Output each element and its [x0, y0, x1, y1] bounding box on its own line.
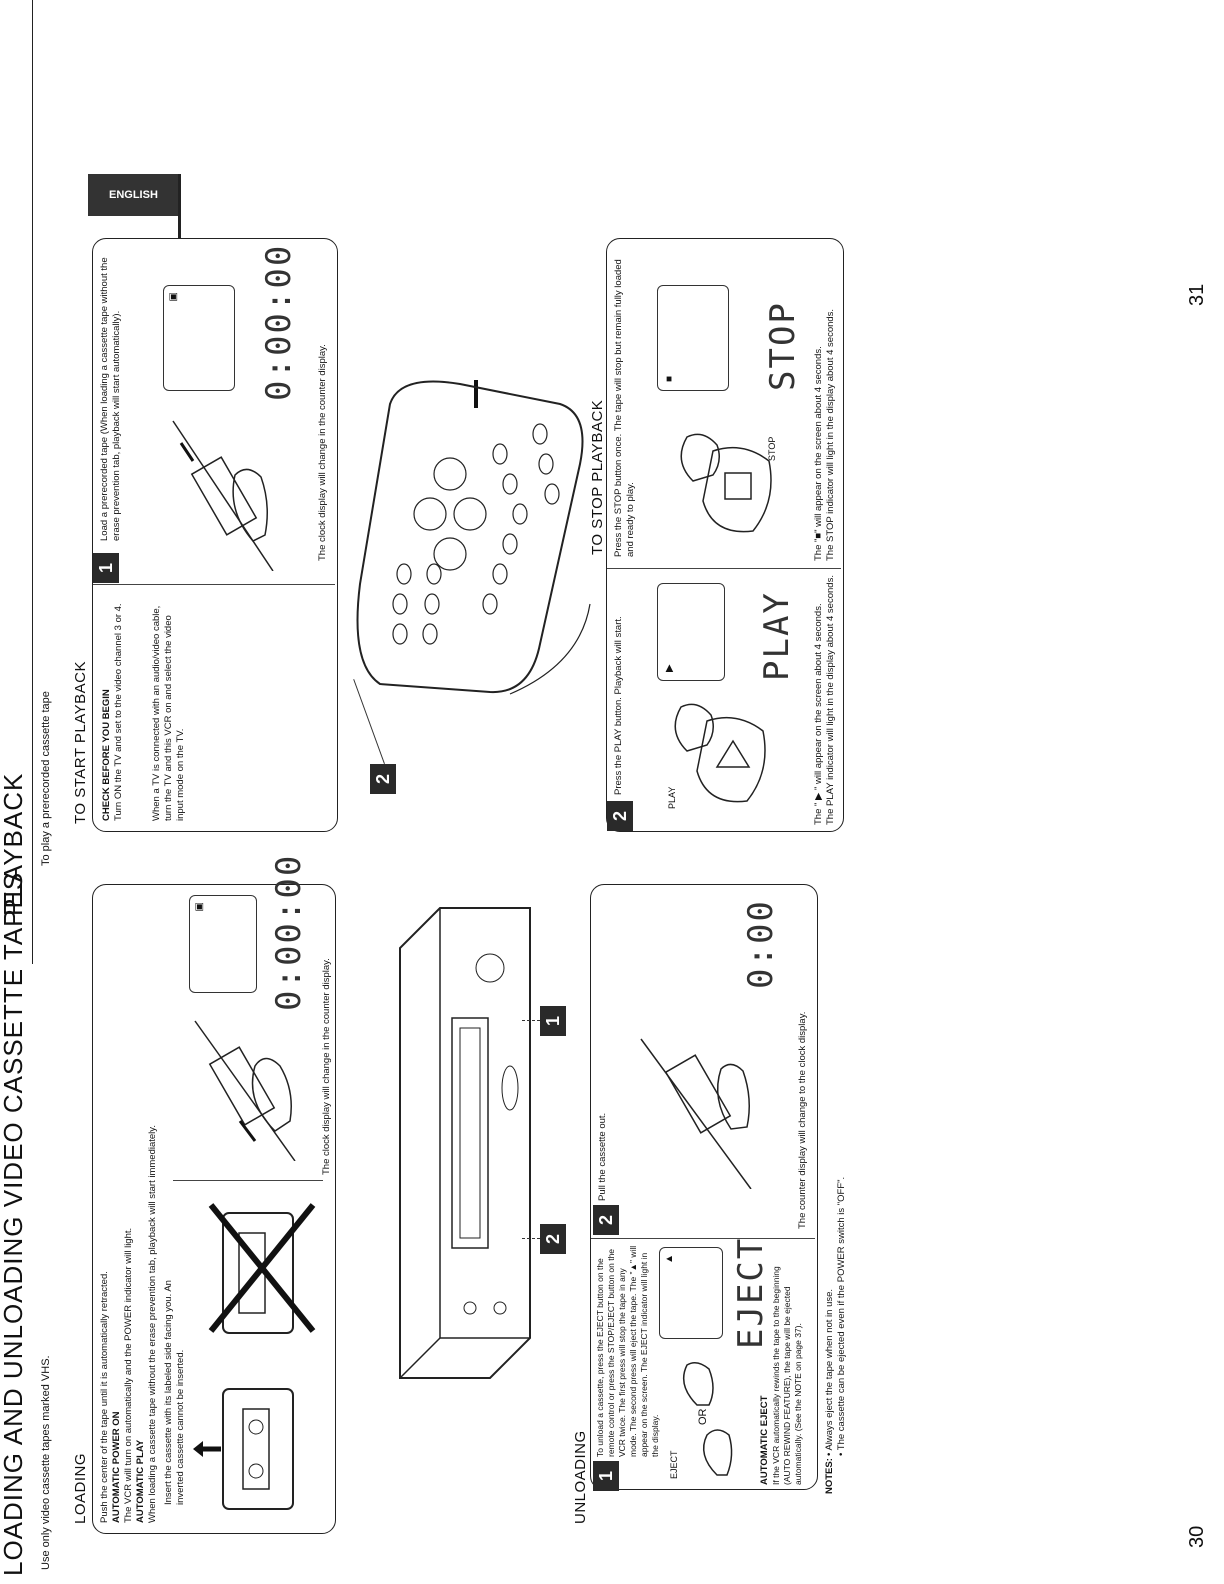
remote-control-illustration: [356, 380, 591, 695]
pull-cassette-illustration: [640, 1038, 752, 1189]
unload-counter-note: The counter display will change to the c…: [797, 1011, 808, 1229]
page-title-left: LOADING AND UNLOADING VIDEO CASSETTE TAP…: [0, 871, 28, 1576]
stop-button-press-illustration: [680, 433, 772, 533]
check-text: Turn ON the TV and set to the video chan…: [113, 603, 124, 821]
unload-tv-screen: ▲: [659, 1247, 723, 1339]
vcr-callout-1-leader: [522, 1020, 540, 1021]
remote-callout-2: 2: [370, 764, 396, 794]
unloading-panel: 1 To unload a cassette, press the EJECT …: [590, 884, 818, 1491]
cassette-icon: ▣: [194, 902, 205, 912]
auto-play-text: When loading a cassette tape without the…: [147, 1125, 158, 1523]
unload-step2-text: Pull the cassette out.: [597, 1112, 608, 1201]
eject-hand-illustration: [682, 1362, 733, 1476]
inverted-cassette-crossed-illustration: [208, 1203, 316, 1334]
note-1: • Always eject the tape when not in use.: [824, 1288, 835, 1456]
loading-tv-screen: ▣: [189, 895, 257, 993]
stop-display: STOP: [763, 301, 803, 391]
check-title: CHECK BEFORE YOU BEGIN: [101, 689, 112, 821]
load-tape-illustration: [172, 420, 274, 571]
unload-step1-badge: 1: [593, 1461, 619, 1491]
loading-counter-display: 0:00:00: [269, 853, 309, 1011]
vcr-callout-2: 2: [540, 1224, 566, 1254]
stop-button-label: STOP: [767, 436, 777, 461]
eject-display: EJECT: [731, 1236, 771, 1349]
intro-left: Use only video cassette tapes marked VHS…: [40, 1355, 52, 1570]
start-tv-screen: ▣: [163, 285, 235, 391]
start-counter-display: 0:00:00: [259, 243, 299, 401]
header-rule: [32, 0, 33, 964]
stop-step-text: Press the STOP button once. The tape wil…: [613, 259, 636, 557]
play-stop-divider: [607, 568, 841, 569]
to-stop-heading: TO STOP PLAYBACK: [589, 395, 606, 559]
eject-icon: ▲: [664, 1254, 675, 1264]
cassette-icon: ▣: [168, 292, 179, 302]
page-title-right: PLAYBACK: [0, 772, 28, 916]
hand-push-cassette-illustration: [194, 1020, 296, 1161]
play-note-1: The " ▶ " will appear on the screen abou…: [813, 603, 824, 825]
insert-note: Insert the cassette with its labeled sid…: [163, 1280, 186, 1505]
unload-step2-badge: 2: [593, 1205, 619, 1235]
play-button-label: PLAY: [667, 786, 677, 809]
play-display: PLAY: [757, 591, 797, 681]
to-start-heading: TO START PLAYBACK: [72, 661, 89, 824]
unload-clock-display: 0:00: [741, 899, 781, 989]
auto-eject-title: AUTOMATIC EJECT: [759, 1395, 770, 1485]
play-button-press-illustration: [674, 703, 766, 803]
to-start-panel: CHECK BEFORE YOU BEGIN Turn ON the TV an…: [92, 238, 338, 832]
vcr-callout-2-leader: [522, 1238, 540, 1239]
play-step-badge: 2: [607, 801, 633, 831]
or-label: OR: [697, 1408, 709, 1426]
start-clock-note: The clock display will change in the cou…: [317, 344, 328, 561]
unloading-heading: UNLOADING: [572, 1430, 589, 1524]
loading-instruction: Push the center of the tape until it is …: [99, 1271, 110, 1523]
unload-divider: [591, 1238, 815, 1239]
play-stop-panel: 2 Press the PLAY button. Playback will s…: [589, 238, 844, 832]
to-start-divider: [93, 584, 335, 585]
power-on-text: The VCR will turn on automatically and t…: [123, 1227, 134, 1523]
loading-clock-note: The clock display will change in the cou…: [321, 958, 332, 1175]
vcr-callout-1: 1: [540, 1006, 566, 1036]
unload-step1-text: To unload a cassette, press the EJECT bu…: [595, 1245, 660, 1457]
vcr-illustration: [399, 907, 531, 1379]
play-tv-screen: ▶: [657, 583, 725, 681]
eject-button-label: EJECT: [669, 1450, 679, 1479]
loading-panel: Push the center of the tape until it is …: [92, 854, 336, 1534]
stop-note-1: The "■" will appear on the screen about …: [813, 346, 824, 561]
notes-label: NOTES:: [824, 1458, 835, 1494]
language-tab: ENGLISH: [88, 174, 178, 216]
power-on-title: AUTOMATIC POWER ON: [111, 1411, 122, 1523]
play-note-2: The PLAY indicator will light in the dis…: [825, 575, 836, 825]
stop-icon: ■: [664, 375, 675, 382]
page-number-left: 30: [1186, 1525, 1208, 1548]
loading-heading: LOADING: [72, 1452, 89, 1524]
auto-eject-text: If the VCR automatically rewinds the tap…: [771, 1266, 803, 1485]
page-number-right: 31: [1186, 283, 1208, 306]
stop-note-2: The STOP indicator will light in the dis…: [825, 308, 836, 561]
cassette-insert-illustration: [193, 1388, 294, 1510]
tv-connect-text: When a TV is connected with an audio/vid…: [151, 605, 186, 821]
stop-tv-screen: ■: [657, 285, 729, 391]
intro-right: To play a prerecorded cassette tape: [40, 691, 52, 866]
start-step1-text: Load a prerecorded tape (When loading a …: [99, 257, 122, 541]
play-step-text: Press the PLAY button. Playback will sta…: [613, 616, 624, 795]
play-icon: ▶: [664, 664, 675, 672]
start-step1-badge: 1: [93, 553, 119, 583]
loading-divider: [173, 1180, 323, 1181]
auto-play-title: AUTOMATIC PLAY: [135, 1439, 146, 1523]
note-2: • The cassette can be ejected even if th…: [836, 1176, 847, 1456]
